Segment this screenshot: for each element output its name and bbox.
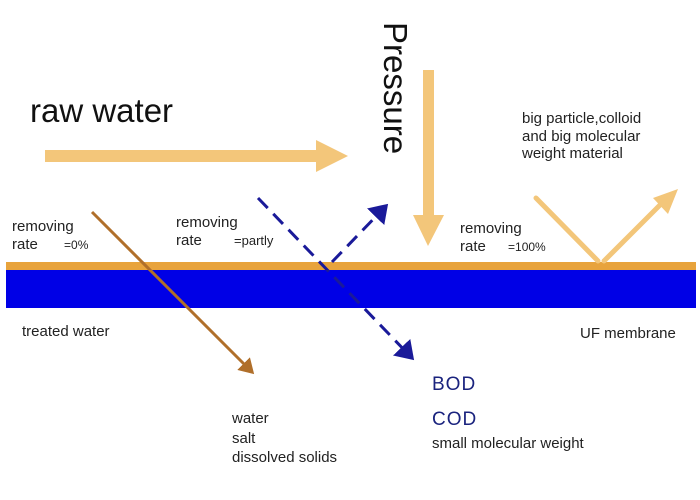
removing-right-value: =100% [508,239,546,254]
membrane-body [6,268,696,308]
water-pass-arrow [90,210,255,375]
big-particle-line-1: big particle,colloid [522,110,642,127]
removing-left-rate: rate [12,235,38,253]
rejection-arrowhead [653,189,678,214]
removing-rate-middle: removing rate =partly [176,214,273,249]
partial-reject-arrow [330,203,389,264]
big-particle-line-2: and big molecular [522,127,641,145]
rejection-arrows [533,195,666,264]
removing-right-rate: rate [460,237,486,255]
removing-left-line-1: removing [12,218,74,235]
removing-middle-line-1: removing [176,214,238,231]
removing-rate-left: removing rate =0% [12,218,88,253]
removing-right-line-1: removing [460,220,522,237]
removing-middle-value: =partly [234,232,274,248]
removing-rate-right: removing rate =100% [460,220,546,255]
uf-membrane-label: UF membrane [580,325,676,342]
big-particle-label: big particle,colloid and big molecular w… [522,110,641,163]
bod-label: BOD [432,374,477,395]
big-particle-line-3: weight material [522,145,623,163]
removing-left-value: =0% [64,237,89,252]
membrane-top-edge [6,262,696,270]
permeate-outputs: water salt dissolved solids [232,409,337,468]
raw-water-label: raw water [30,92,174,129]
output-water: water [232,410,269,427]
output-dissolved-solids: dissolved solids [232,449,338,466]
raw-water-arrow [45,140,348,172]
removing-middle-rate: rate [176,231,202,249]
pressure-label: Pressure [377,22,414,155]
treated-water-label: treated water [22,323,110,340]
small-molecular-label: small molecular weight [432,435,584,452]
small-molecule-pass-arrow [256,196,415,361]
pressure-arrow [413,70,444,246]
output-salt: salt [232,429,256,447]
cod-label: COD [432,409,478,430]
